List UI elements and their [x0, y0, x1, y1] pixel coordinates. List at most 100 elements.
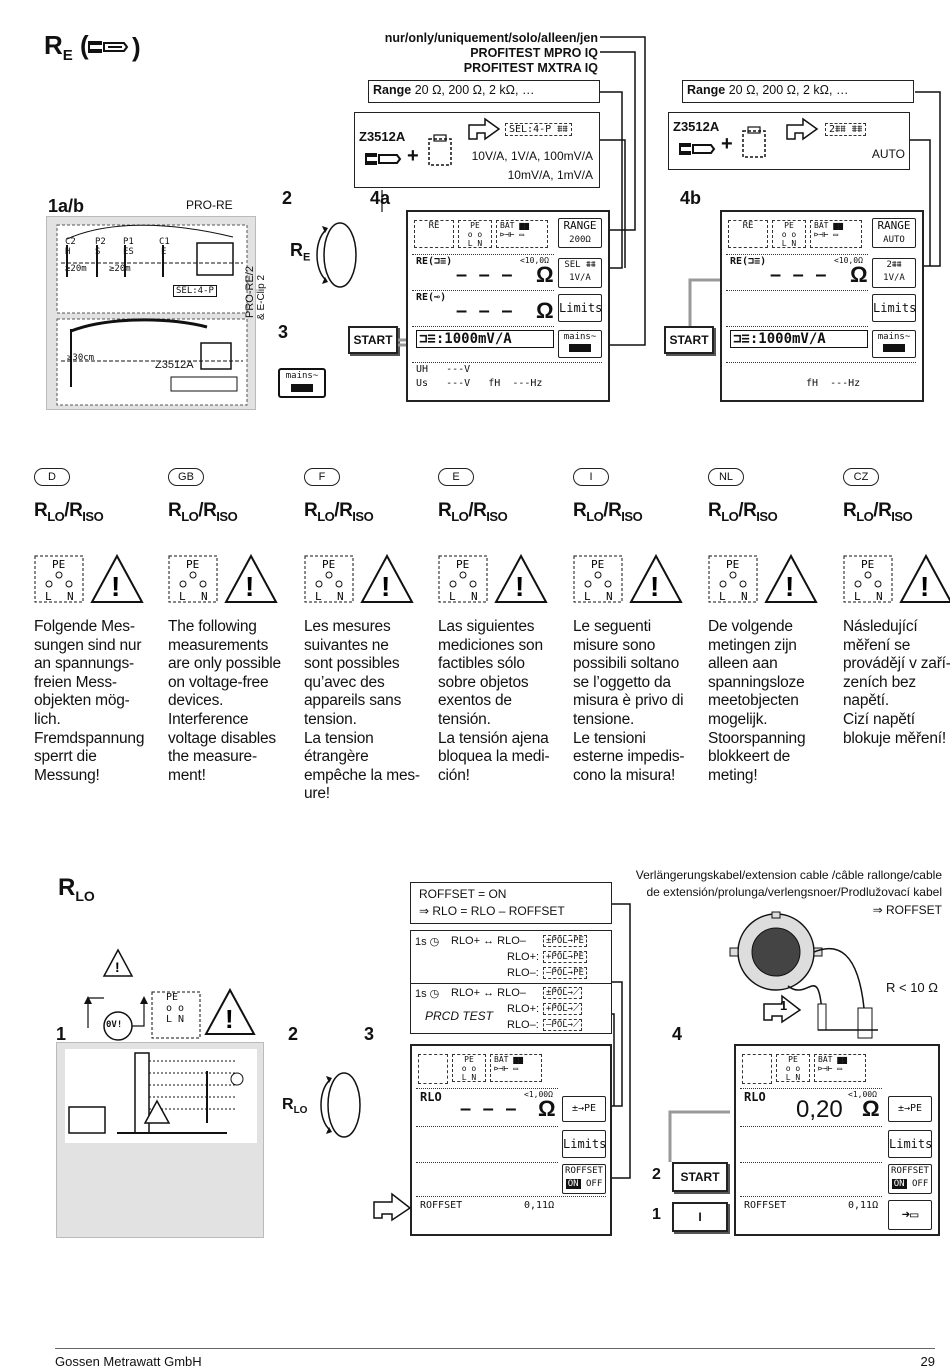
svg-text:N: N [606, 590, 613, 603]
svg-text:L: L [179, 590, 186, 603]
re-heading-r: R [44, 30, 63, 60]
z3512a-label-right: Z3512A [673, 119, 720, 134]
lcd-ohm-2: Ω [536, 298, 554, 323]
mains-key-4a[interactable]: mains~ [558, 330, 602, 358]
step-1ab: 1a/b [48, 196, 85, 216]
lang-title-nl: RLO/RISO [708, 500, 778, 524]
svg-text:L: L [584, 590, 591, 603]
lcd-re-row1-b: RE(⊐≡) [730, 256, 767, 267]
lcd-roffset-row: ROFFSET [420, 1200, 463, 1211]
pol-key-a2: +POL→PE [543, 951, 587, 963]
sel-key-4a[interactable]: SEL ⩩⩩1V/A [558, 258, 602, 288]
limits-key-step3[interactable]: Limits [562, 1130, 606, 1158]
lang-title-i: RLO/RISO [573, 500, 643, 524]
paren-open: ( [80, 30, 89, 60]
auto-label: AUTO [871, 147, 905, 161]
cable-reel-icon [729, 911, 878, 1039]
svg-text:!: ! [245, 571, 254, 602]
z3512a-box-left: Z3512A + SEL:4-P ⩩⩩ 10V/A, 1V/A, 100mV/A… [354, 112, 600, 188]
probe-clip-icon [88, 41, 129, 53]
svg-text:PE: PE [322, 558, 335, 571]
pol-key-step3[interactable]: ±→PE [562, 1096, 606, 1122]
mains-key-4b[interactable]: mains~ [872, 330, 916, 358]
plus-sign-right: + [721, 133, 733, 155]
lang-text-cz: Následující měření se provádějí v zaří- … [843, 618, 950, 747]
pol-row-b3: RLO–: [507, 1019, 539, 1031]
range-values: 20 Ω, 200 Ω, 2 kΩ, … [414, 83, 535, 97]
range-box-right: Range 20 Ω, 200 Ω, 2 kΩ, … [682, 80, 914, 103]
svg-text:PE: PE [186, 558, 199, 571]
i-button-b[interactable]: I [672, 1202, 728, 1232]
start-button-4a[interactable]: START [348, 326, 398, 354]
save-key-step4[interactable]: ➜▭ [888, 1200, 932, 1230]
limits-key-step4[interactable]: Limits [888, 1130, 932, 1158]
re-heading-sub: E [62, 47, 73, 65]
rlo-rot-label: RLO [282, 1096, 308, 1117]
earth-diagram-panel: C2 P2 P1 C1 H S ES E ≥20m ≥20m SEL:4-P ≥… [46, 216, 256, 410]
lcd-re-icon-b: RE [728, 220, 768, 248]
svg-text:PE: PE [861, 558, 874, 571]
wire-mode-key: 2⩩⩩ ⩩⩩ [825, 123, 867, 136]
pol-key-b2: +POL→⟋ [543, 1003, 583, 1015]
roffset-arrow-icon [373, 1192, 412, 1222]
plus-sign: + [407, 145, 419, 167]
svg-text:!: ! [650, 571, 659, 602]
pol-1s-b: 1s ◷ [415, 988, 440, 1000]
pol-key-b3: –POL→⟋ [543, 1019, 583, 1031]
person-icon [418, 1054, 448, 1084]
lcd-re-row1: RE(⊐≡) [416, 256, 453, 267]
pol-key-a3: –POL→PE [543, 967, 587, 979]
label-h: H [65, 247, 71, 257]
pol-row-a3: RLO–: [507, 967, 539, 979]
footer-page-number: 29 [920, 1354, 935, 1369]
voltage-free-icon: ! ! [84, 948, 256, 1041]
label-p2: P2 [95, 237, 106, 247]
svg-text:!: ! [111, 571, 120, 602]
sel-key-4b[interactable]: 2⩩⩩1V/A [872, 258, 916, 288]
label-es: ES [123, 247, 134, 257]
lcd-fh-b: fH ---Hz [806, 378, 861, 389]
z3512a-label: Z3512A [359, 129, 406, 144]
z3512a-diagram-label: Z3512A [155, 359, 194, 371]
rlo-diagram-panel [56, 1042, 264, 1238]
roffset-box: ROFFSET = ON ⇒ RLO = RLO – ROFFSET [410, 882, 612, 924]
variant-header: nur/only/uniquement/solo/alleen/jen [384, 31, 598, 45]
polarity-box: 1s ◷ RLO+ ↔ RLO– RLO+: RLO–: ±POL→PE +PO… [410, 930, 612, 1034]
limits-key-4a[interactable]: Limits [558, 294, 602, 322]
lcd-limit-1-4: <1,00Ω [848, 1090, 877, 1099]
lcd-bat-icon: BAT ▆▆⊳⊣⊢ ▭ [496, 220, 548, 248]
pol-key-b1: ±POL→⟋ [543, 987, 583, 999]
earth-test-diagram [56, 224, 248, 406]
step-4b: 4b [680, 188, 702, 208]
svg-text:L: L [449, 590, 456, 603]
svg-text:N: N [337, 590, 344, 603]
pol-row-b1: RLO+ ↔ RLO– [451, 987, 526, 999]
lcd-dashes-b: – – – [770, 264, 830, 286]
lang-tag-f: F [304, 468, 340, 486]
limits-key-4b[interactable]: Limits [872, 294, 916, 322]
lang-tag-e: E [438, 468, 474, 486]
dist-30cm: ≥30cm [67, 353, 95, 363]
lcd-rlo-dashes: – – – [460, 1098, 520, 1120]
step-b4: 4 [672, 1024, 683, 1044]
lcd-dashes-1: – – – [456, 264, 516, 286]
rlo-wiring-diagram [65, 1049, 257, 1143]
pol-row-a2: RLO+: [507, 951, 540, 963]
svg-text:L: L [719, 590, 726, 603]
start-button-4b[interactable]: START [664, 326, 714, 354]
pol-key-step4[interactable]: ±→PE [888, 1096, 932, 1122]
start-button-b[interactable]: START [672, 1162, 728, 1192]
svg-text:PE: PE [52, 558, 65, 571]
step-b2: 2 [288, 1024, 299, 1044]
lang-tag-d: D [34, 468, 70, 486]
r-less-than-label: R < 10 Ω [886, 980, 938, 995]
lcd-rlo-label: RLO [420, 1090, 442, 1104]
